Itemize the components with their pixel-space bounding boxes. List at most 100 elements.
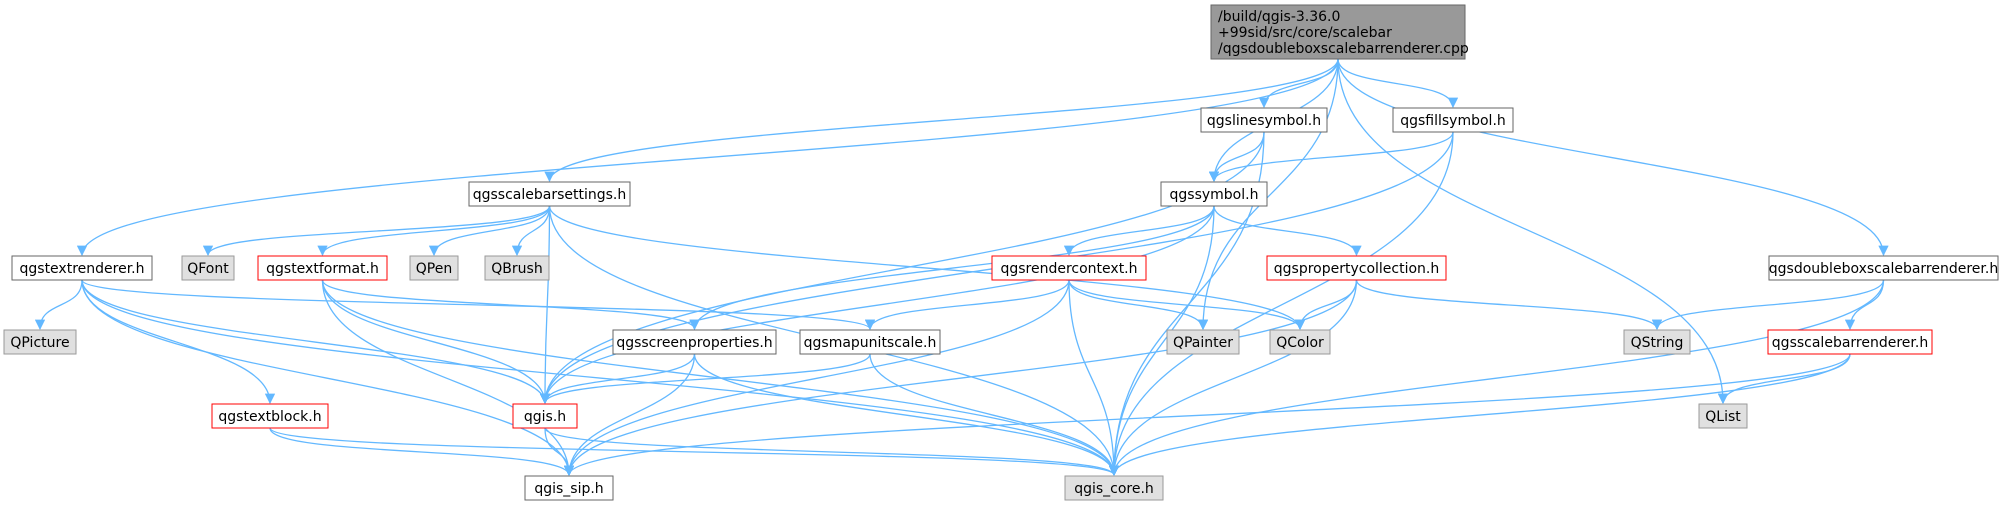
edge-qgsdoubleboxscalebarrenderer-to-qgsscalebarrenderer <box>1844 279 1885 331</box>
node-label: qgsscreenproperties.h <box>616 335 772 351</box>
edge-qgstextrenderer-to-qgis <box>81 279 551 405</box>
edge-root-to-qgstextrenderer <box>76 58 1339 257</box>
node-qgspropertycollection[interactable]: qgspropertycollection.h <box>1266 255 1447 281</box>
node-qgis-core[interactable]: qgis_core.h <box>1064 475 1164 501</box>
node-label: QBrush <box>491 261 542 277</box>
node-label: qgsscalebarsettings.h <box>473 187 627 203</box>
edge-qgstextformat-to-qgis_sip <box>321 279 575 477</box>
node-root[interactable]: /build/qgis-3.36.0 +99sid/src/core/scale… <box>1210 4 1469 60</box>
node-box <box>257 255 388 281</box>
edge-qgssymbol-to-qgsrendercontext <box>1063 205 1215 257</box>
node-label: qgis.h <box>524 409 566 425</box>
edge-qgsdoubleboxscalebarrenderer-to-qstring <box>1651 279 1885 331</box>
node-qgstextblock[interactable]: qgstextblock.h <box>211 403 329 429</box>
edge-qgstextrenderer-to-qgis_sip <box>81 279 575 477</box>
edge-qgsscalebarrenderer-to-qgis_sip <box>564 353 1851 477</box>
node-label: QColor <box>1276 335 1324 351</box>
node-label: qgstextrenderer.h <box>20 261 145 277</box>
edge-root-to-qgsfillsymbol <box>1337 58 1459 109</box>
edge-qgstextrenderer-to-qpicture <box>34 279 83 331</box>
edge-qgssymbol-to-qgis_core <box>1108 205 1215 477</box>
edge-qgspropertycollection-to-qgis_core <box>1108 279 1358 477</box>
node-label: qgssymbol.h <box>1170 187 1259 203</box>
node-qbrush[interactable]: QBrush <box>484 255 550 281</box>
edge-qgsscalebarrenderer-to-qlist <box>1717 353 1851 405</box>
node-box <box>1266 255 1447 281</box>
node-qfont[interactable]: QFont <box>181 255 235 281</box>
node-qpicture[interactable]: QPicture <box>3 329 77 355</box>
node-qgsscreenproperties[interactable]: qgsscreenproperties.h <box>612 329 777 355</box>
node-box <box>1064 475 1164 501</box>
edge-qgsscreenproperties-to-qgis_core <box>693 353 1120 477</box>
node-label: qgsdoubleboxscalebarrenderer.h <box>1769 261 1998 277</box>
edge-qgsmapunitscale-to-qgis <box>539 353 871 405</box>
node-box <box>1200 107 1328 133</box>
node-label: qgstextformat.h <box>266 261 379 277</box>
node-box <box>1210 4 1466 60</box>
node-qstring[interactable]: QString <box>1623 329 1691 355</box>
root-line-1: /build/qgis-3.36.0 <box>1218 9 1340 25</box>
node-box <box>1392 107 1514 133</box>
node-label: qgspropertycollection.h <box>1274 261 1440 277</box>
node-label: QPen <box>416 261 452 277</box>
node-qlist[interactable]: QList <box>1698 403 1748 429</box>
node-qgsdoubleboxscalebarrenderer[interactable]: qgsdoubleboxscalebarrenderer.h <box>1768 255 1999 281</box>
node-qpainter[interactable]: QPainter <box>1166 329 1240 355</box>
node-label: QFont <box>187 261 229 277</box>
node-box <box>484 255 550 281</box>
edge-qgsrendercontext-to-qcolor <box>1068 279 1306 331</box>
node-box <box>612 329 777 355</box>
edge-qgsrendercontext-to-qgsmapunitscale <box>864 279 1070 331</box>
edge-qgsscalebarsettings-to-qgstextformat <box>317 205 551 257</box>
node-qgssymbol[interactable]: qgssymbol.h <box>1160 181 1268 207</box>
node-qgis[interactable]: qgis.h <box>512 403 578 429</box>
node-qgsrendercontext[interactable]: qgsrendercontext.h <box>991 255 1147 281</box>
edge-qgis-to-qgis_core <box>544 427 1120 477</box>
edge-qgsscreenproperties-to-qgis <box>539 353 696 405</box>
node-qpen[interactable]: QPen <box>409 255 459 281</box>
node-box <box>11 255 153 281</box>
node-box <box>1623 329 1691 355</box>
node-box <box>211 403 329 429</box>
edge-qgssymbol-to-qgis <box>539 205 1215 405</box>
node-qgsscalebarrenderer[interactable]: qgsscalebarrenderer.h <box>1767 329 1933 355</box>
edge-qgspropertycollection-to-qcolor <box>1294 279 1358 331</box>
edge-layer <box>34 58 1889 477</box>
edge-qgis-to-qgis_sip <box>544 427 575 477</box>
edge-qgsfillsymbol-to-qgssymbol <box>1208 131 1454 183</box>
node-qgstextrenderer[interactable]: qgstextrenderer.h <box>11 255 153 281</box>
edge-qgsdoubleboxscalebarrenderer-to-qgis_core <box>1108 279 1885 477</box>
node-qgsscalebarsettings[interactable]: qgsscalebarsettings.h <box>468 181 631 207</box>
edge-qgsrendercontext-to-qgis_core <box>1068 279 1120 477</box>
edge-qgsrendercontext-to-qgis_sip <box>563 279 1070 477</box>
node-box <box>1269 329 1331 355</box>
node-label: QList <box>1705 409 1741 425</box>
edge-qgspropertycollection-to-qstring <box>1355 279 1663 331</box>
node-qgsmapunitscale[interactable]: qgsmapunitscale.h <box>799 329 941 355</box>
edge-qgsscalebarsettings-to-qpen <box>428 205 551 257</box>
node-label: qgsfillsymbol.h <box>1400 113 1506 129</box>
edge-qgsrendercontext-to-qpainter <box>1068 279 1209 331</box>
edge-qgsscreenproperties-to-qgis_sip <box>563 353 696 477</box>
edge-root-to-qlist <box>1337 58 1729 405</box>
node-qgis-sip[interactable]: qgis_sip.h <box>524 475 614 501</box>
edge-qgstextblock-to-qgis_core <box>269 427 1119 477</box>
edge-qgsscalebarrenderer-to-qgis_core <box>1108 353 1851 477</box>
root-line-2: +99sid/src/core/scalebar <box>1218 25 1392 41</box>
edge-qgsmapunitscale-to-qgis_core <box>869 353 1120 477</box>
node-box <box>468 181 631 207</box>
node-layer: /build/qgis-3.36.0 +99sid/src/core/scale… <box>3 4 1999 501</box>
edge-qgstextformat-to-qgsscreenproperties <box>321 279 700 331</box>
node-qgstextformat[interactable]: qgstextformat.h <box>257 255 388 281</box>
node-label: qgis_sip.h <box>534 481 603 497</box>
edge-root-to-qgsscalebarsettings <box>544 58 1339 183</box>
node-qgslinesymbol[interactable]: qgslinesymbol.h <box>1200 107 1328 133</box>
edge-qgstextrenderer-to-qgis_core <box>81 279 1120 477</box>
node-label: qgstextblock.h <box>218 409 321 425</box>
node-label: QString <box>1631 335 1684 351</box>
node-label: qgis_core.h <box>1074 481 1154 497</box>
node-qcolor[interactable]: QColor <box>1269 329 1331 355</box>
node-box <box>1160 181 1268 207</box>
node-qgsfillsymbol[interactable]: qgsfillsymbol.h <box>1392 107 1514 133</box>
